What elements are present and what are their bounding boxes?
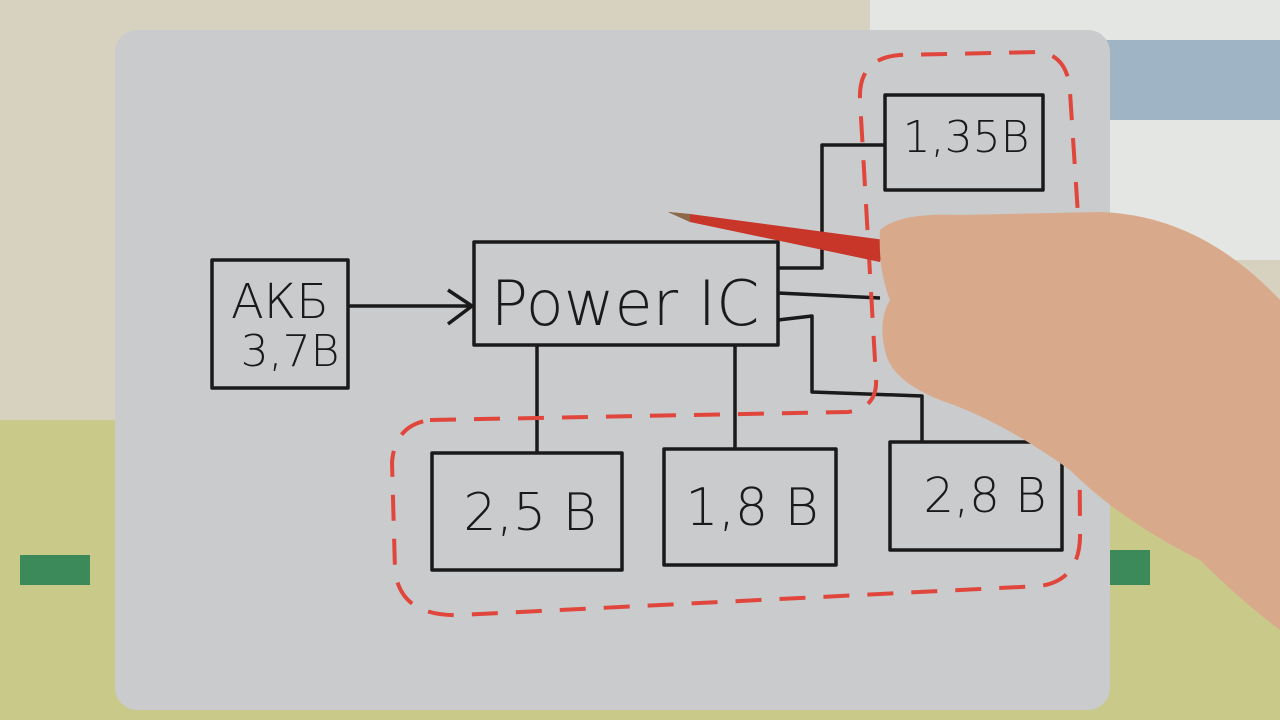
output-box-1-8v [662, 447, 838, 567]
battery-voltage: 3,7В [241, 326, 340, 377]
output-box-1-35v [883, 93, 1045, 192]
output-label-2-5v: 2,5 В [463, 483, 596, 543]
hand [879, 212, 1280, 630]
diagram-ink [210, 93, 1064, 572]
pencil [668, 212, 885, 262]
table-pattern [1110, 550, 1150, 585]
output-label-1-35v: 1,35В [903, 112, 1030, 163]
arrow-battery-to-ic [348, 288, 474, 326]
power-ic-label: Power IC [491, 267, 760, 340]
line-ic-to-1-35v [778, 143, 885, 270]
line-ic-to-2-8v [777, 314, 924, 442]
battery-box [210, 258, 350, 390]
board [115, 30, 1110, 710]
window-view [1100, 40, 1280, 120]
output-box-2-8v [888, 440, 1064, 552]
battery-label: АКБ [231, 274, 329, 330]
output-label-1-8v: 1,8 В [685, 478, 818, 538]
line-ic-out [777, 291, 881, 300]
output-label-2-8v: 2,8 В [923, 468, 1046, 524]
pencil-tip [668, 212, 690, 222]
output-box-2-5v [430, 451, 624, 572]
table-pattern [20, 555, 90, 585]
